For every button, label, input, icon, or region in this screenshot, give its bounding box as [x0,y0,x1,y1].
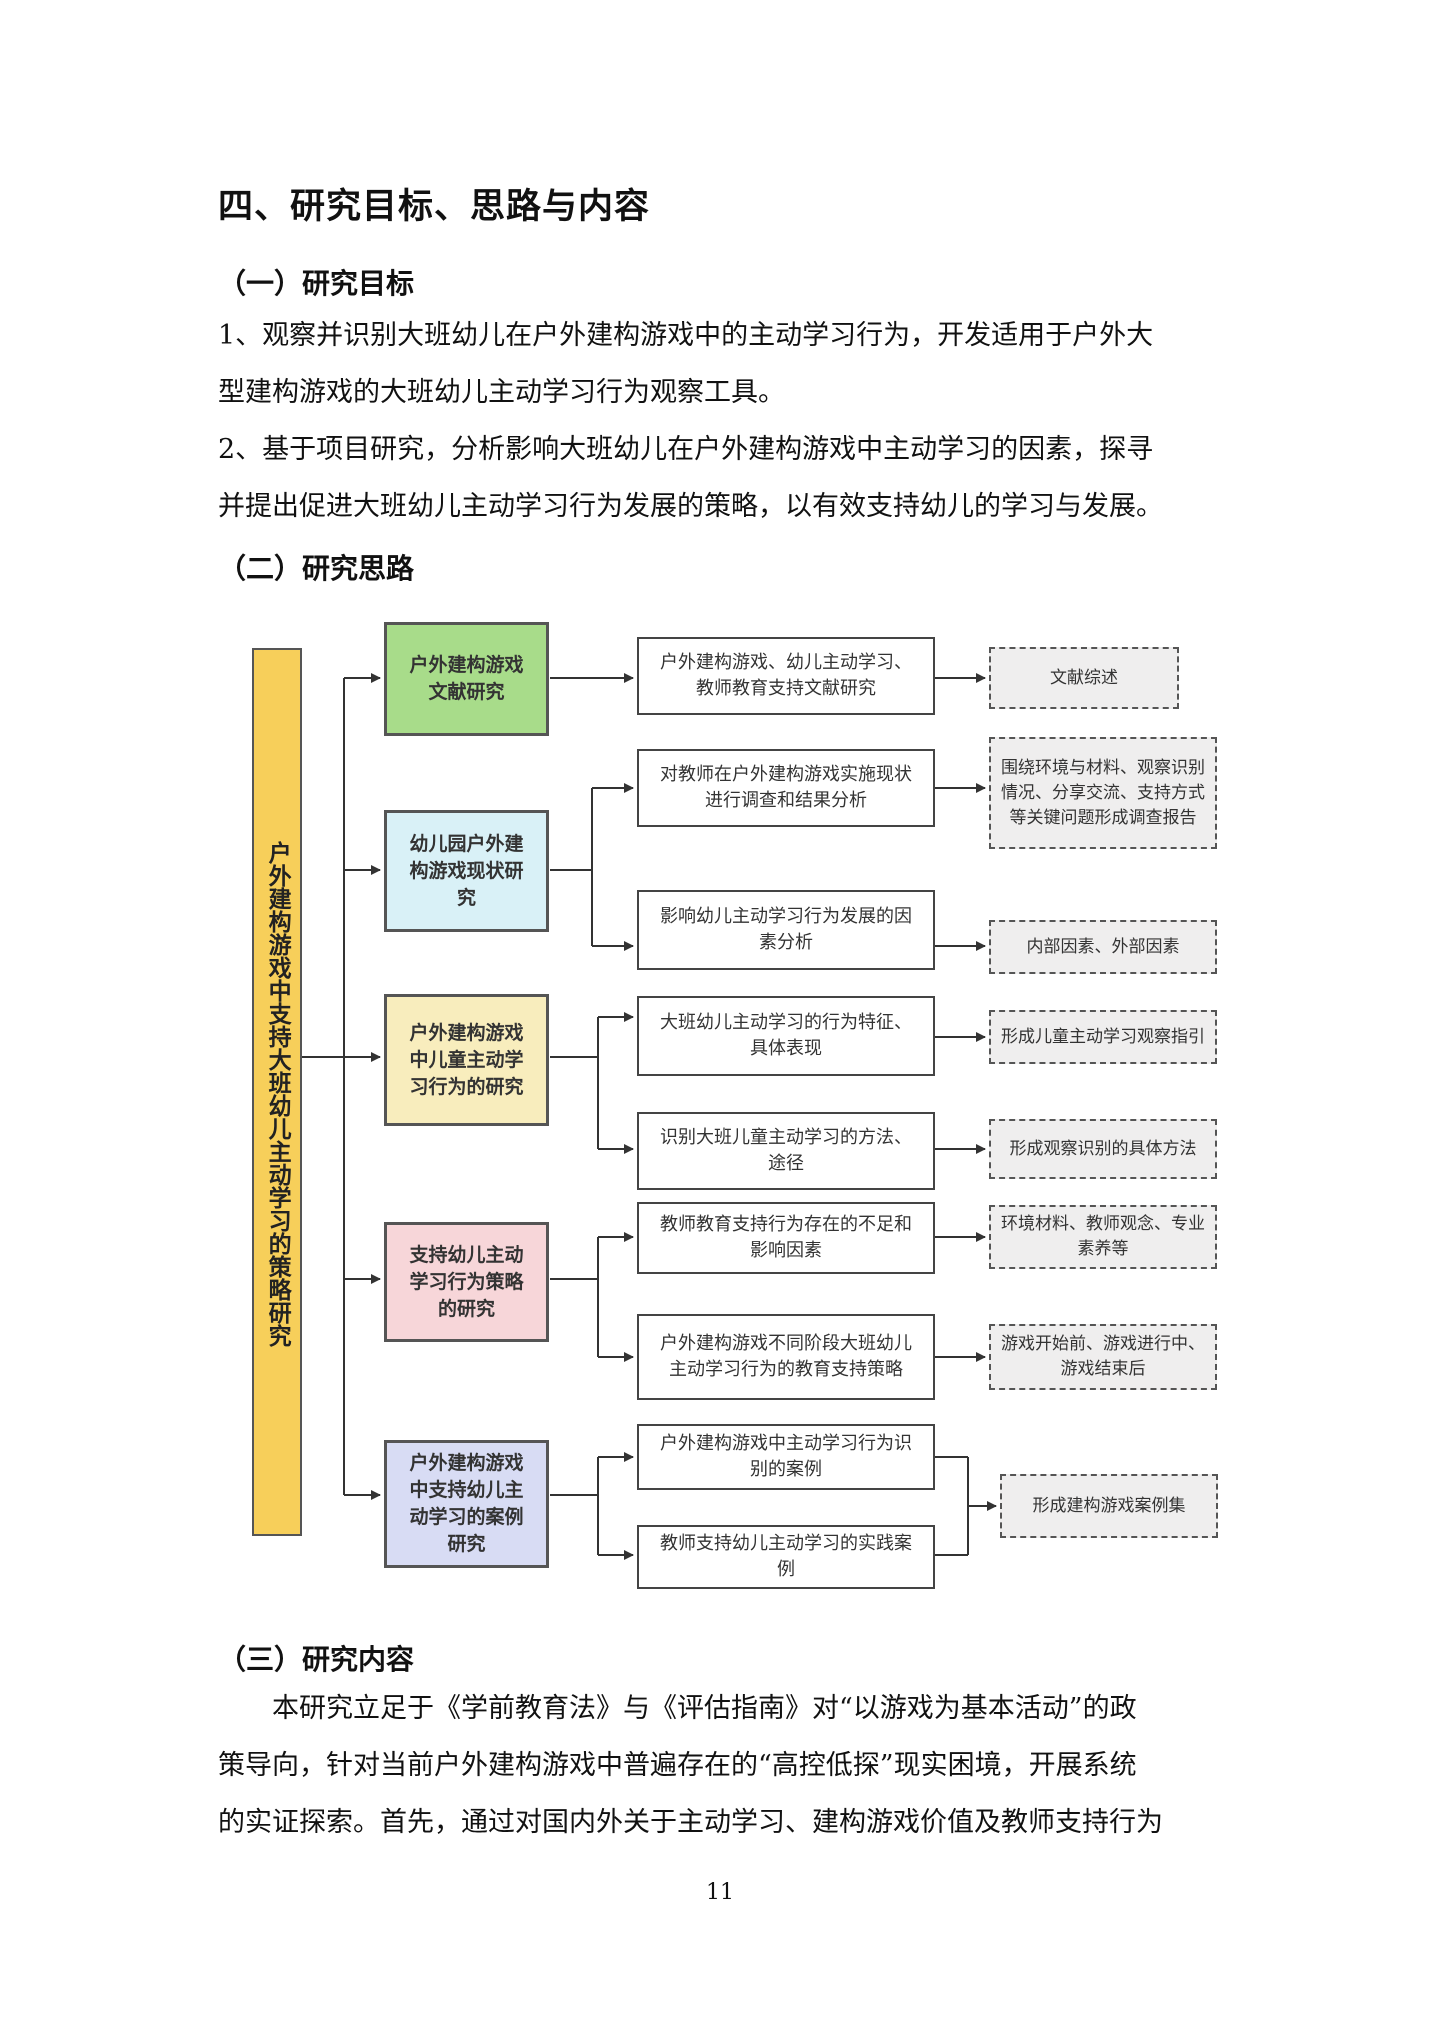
goal-paragraph-1: 1、观察并识别大班幼儿在户外建构游戏中的主动学习行为，开发适用于户外大 型建构游… [218,307,1230,421]
page-number: 11 [706,1880,734,1905]
output-box-1: 文献综述 [989,647,1179,709]
sub-box-6: 教师教育支持行为存在的不足和影响因素 [637,1202,935,1274]
sub-box-5: 识别大班儿童主动学习的方法、途径 [637,1112,935,1190]
section-goals-title: （一）研究目标 [218,267,415,300]
text-line: 的实证探索。首先，通过对国内外关于主动学习、建构游戏价值及教师支持行为 [218,1807,1163,1838]
sub-box-2: 对教师在户外建构游戏实施现状进行调查和结果分析 [637,749,935,827]
output-box-8: 形成建构游戏案例集 [1000,1474,1218,1538]
text-line: 并提出促进大班幼儿主动学习行为发展的策略，以有效支持幼儿的学习与发展。 [218,491,1163,522]
category-box-status: 幼儿园户外建构游戏现状研究 [384,810,549,932]
sub-box-4: 大班幼儿主动学习的行为特征、具体表现 [637,996,935,1076]
goal-paragraph-2: 2、基于项目研究，分析影响大班幼儿在户外建构游戏中主动学习的因素，探寻 并提出促… [218,421,1230,535]
sub-box-3: 影响幼儿主动学习行为发展的因素分析 [637,890,935,970]
text-line: 本研究立足于《学前教育法》与《评估指南》对“以游戏为基本活动”的政 [272,1693,1137,1724]
text-line: 2、基于项目研究，分析影响大班幼儿在户外建构游戏中主动学习的因素，探寻 [218,434,1154,465]
output-box-6: 环境材料、教师观念、专业素养等 [989,1205,1217,1269]
text-line: 策导向，针对当前户外建构游戏中普遍存在的“高控低探”现实困境，开展系统 [218,1750,1137,1781]
diagram-connectors [302,673,997,1560]
section-content-title: （三）研究内容 [218,1643,415,1676]
category-box-literature: 户外建构游戏文献研究 [384,622,549,736]
diagram-root-box: 户外建构游戏中支持大班幼儿主动学习的策略研究 [252,648,302,1536]
research-approach-diagram: 户外建构游戏中支持大班幼儿主动学习的策略研究 户外建构游戏文献研究 幼儿园户外建… [240,612,1220,1612]
sub-box-8: 户外建构游戏中主动学习行为识别的案例 [637,1424,935,1490]
output-box-3: 内部因素、外部因素 [989,920,1217,974]
category-box-behavior: 户外建构游戏中儿童主动学习行为的研究 [384,994,549,1126]
category-box-strategy: 支持幼儿主动学习行为策略的研究 [384,1222,549,1342]
output-box-5: 形成观察识别的具体方法 [989,1119,1217,1179]
chapter-heading: 四、研究目标、思路与内容 [218,187,651,227]
section-approach-title: （二）研究思路 [218,552,415,585]
output-box-4: 形成儿童主动学习观察指引 [989,1010,1217,1064]
sub-box-9: 教师支持幼儿主动学习的实践案例 [637,1525,935,1589]
output-box-2: 围绕环境与材料、观察识别情况、分享交流、支持方式等关键问题形成调查报告 [989,737,1217,849]
content-paragraph: 本研究立足于《学前教育法》与《评估指南》对“以游戏为基本活动”的政 策导向，针对… [218,1680,1230,1851]
text-line: 1、观察并识别大班幼儿在户外建构游戏中的主动学习行为，开发适用于户外大 [218,320,1154,351]
category-box-case: 户外建构游戏中支持幼儿主动学习的案例研究 [384,1440,549,1568]
output-box-7: 游戏开始前、游戏进行中、游戏结束后 [989,1324,1217,1390]
sub-box-1: 户外建构游戏、幼儿主动学习、教师教育支持文献研究 [637,637,935,715]
sub-box-7: 户外建构游戏不同阶段大班幼儿主动学习行为的教育支持策略 [637,1314,935,1400]
text-line: 型建构游戏的大班幼儿主动学习行为观察工具。 [218,377,785,408]
